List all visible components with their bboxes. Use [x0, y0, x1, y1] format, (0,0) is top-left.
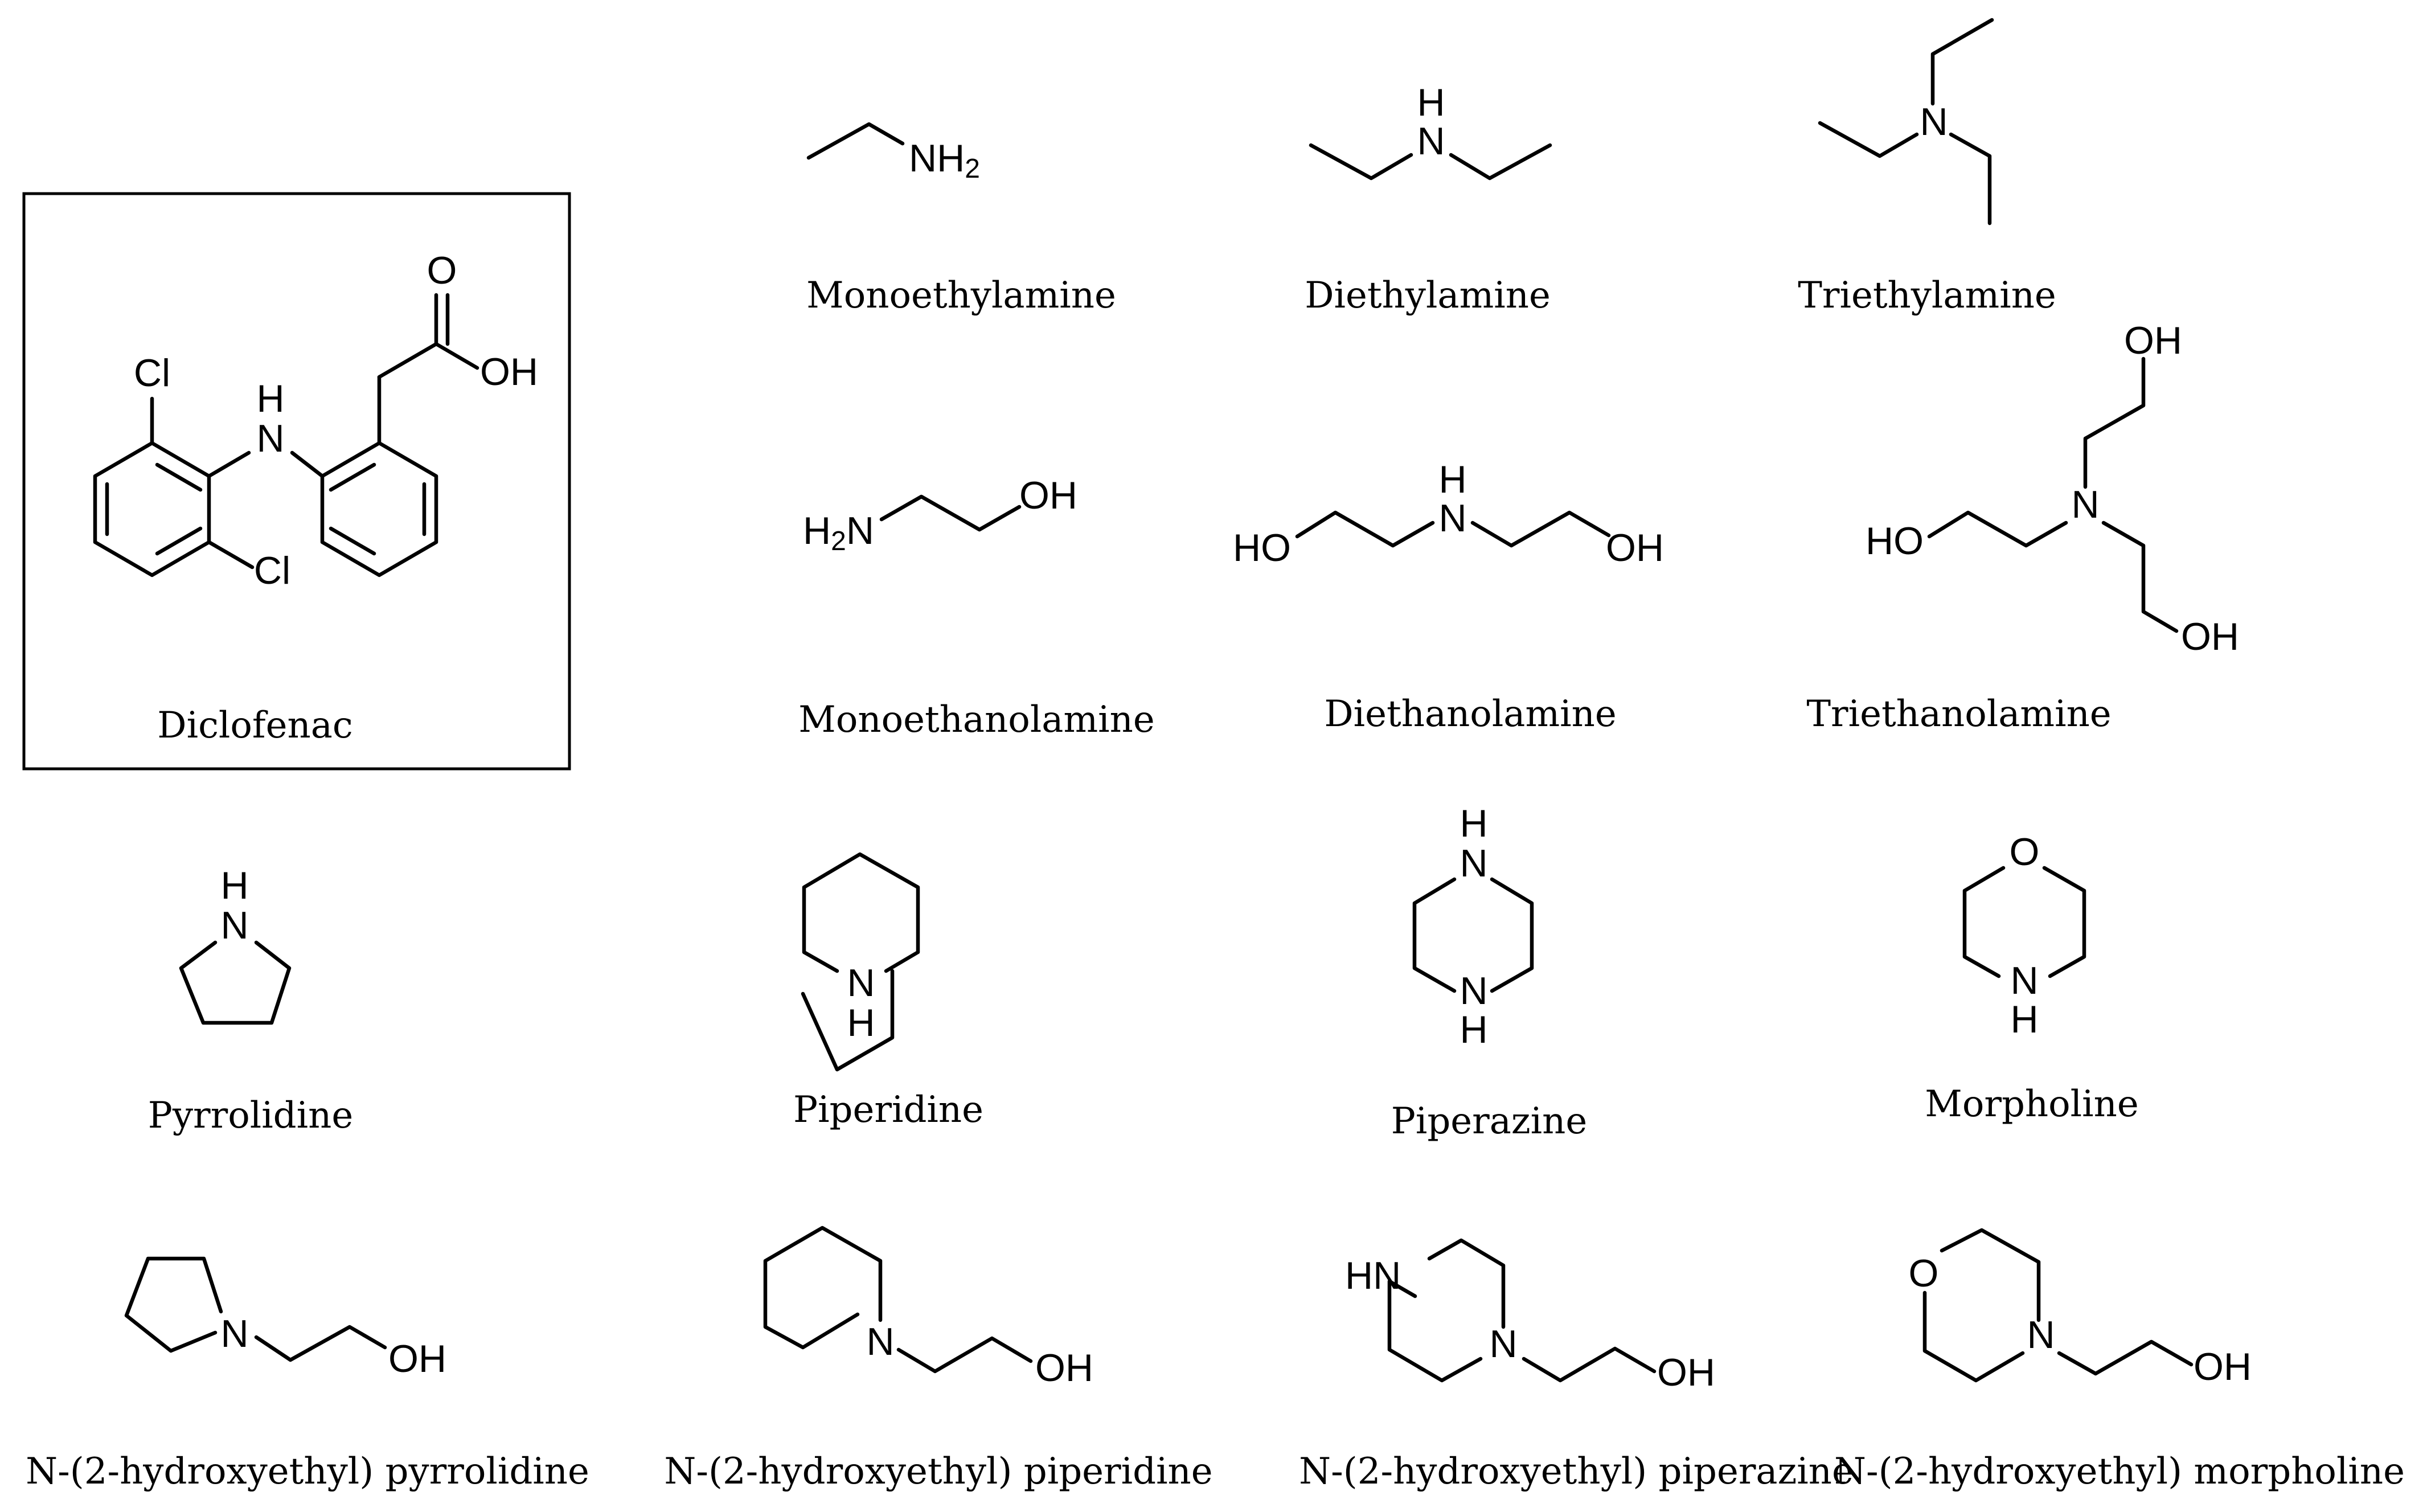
piperidine-name: Piperidine	[793, 1089, 983, 1131]
monoethanolamine-name: Monoethanolamine	[798, 699, 1154, 741]
amine-hydrogen-label: H	[256, 377, 284, 420]
nh2-n-label: NH2	[909, 137, 980, 184]
piperazine-structure: N H N H Piperazine	[1391, 802, 1587, 1142]
hydrogen-label: H	[220, 864, 248, 907]
diethanolamine-name: Diethanolamine	[1324, 693, 1616, 735]
nitrogen-label: N	[866, 1320, 894, 1363]
morpholine-name: Morpholine	[1925, 1083, 2138, 1125]
nitrogen-label: N	[1438, 497, 1466, 540]
nitrogen-label: N	[1920, 100, 1948, 144]
h2n-h: H	[803, 509, 831, 552]
he-piperidine-name: N-(2-hydroxyethyl) piperidine	[664, 1450, 1212, 1493]
diclofenac-name: Diclofenac	[157, 704, 352, 747]
pyrrolidine-structure: N H Pyrrolidine	[148, 864, 353, 1137]
nitrogen-top-label: N	[1460, 842, 1487, 885]
piperidine-ring	[802, 852, 920, 973]
pyrrolidine-ring	[124, 1256, 223, 1353]
triethylamine-structure: N Triethylamine	[1798, 18, 2056, 317]
monoethanolamine-structure: H2N OH Monoethanolamine	[798, 474, 1154, 741]
he-piperazine-name: N-(2-hydroxyethyl) piperazine	[1299, 1450, 1854, 1493]
morpholine-structure: O N H Morpholine	[1925, 830, 2138, 1125]
he-pyrrolidine-name: N-(2-hydroxyethyl) pyrrolidine	[26, 1450, 589, 1493]
carbonyl-oxygen-label: O	[427, 249, 457, 292]
nitrogen-label: N	[847, 961, 875, 1005]
piperidine-ring	[763, 1226, 883, 1350]
triethylamine-name: Triethylamine	[1798, 274, 2056, 317]
hydrogen-top-label: H	[1460, 802, 1487, 845]
piperazine-left-bonds	[1412, 877, 1457, 993]
hydrogen-label: H	[847, 1001, 875, 1044]
oh-label: OH	[1019, 474, 1077, 517]
h2n-n: N	[846, 509, 874, 552]
nitrogen-label: N	[2010, 959, 2038, 1002]
hydrogen-label: H	[1438, 458, 1466, 501]
hydrogen-label: H	[1417, 81, 1445, 124]
nh2-n: NH	[909, 137, 965, 180]
chlorine-top-label: Cl	[134, 351, 170, 395]
monoethylamine-name: Monoethylamine	[806, 274, 1116, 317]
dichlorophenyl-ring	[93, 441, 211, 577]
diethylamine-name: Diethylamine	[1305, 274, 1551, 317]
nitrogen-label: N	[220, 1312, 248, 1355]
oxygen-label: O	[1909, 1252, 1939, 1295]
pyrrolidine-name: Pyrrolidine	[148, 1095, 353, 1137]
he-morpholine-name: N-(2-hydroxyethyl) morpholine	[1834, 1450, 2405, 1493]
oh-label: OH	[1035, 1346, 1093, 1390]
nitrogen-label: N	[1417, 120, 1445, 163]
diclofenac-structure: Cl Cl N H O OH Diclofenac	[22, 192, 571, 771]
oh-label: OH	[388, 1337, 446, 1380]
he-piperazine-structure: HN N OH N-(2-hydroxyethyl) piperazine	[1299, 1238, 1854, 1493]
ho-left-label: HO	[1866, 519, 1924, 563]
oh-label: OH	[2194, 1345, 2252, 1388]
amine-nitrogen-label: N	[256, 417, 284, 460]
hn-label: HN	[1345, 1254, 1401, 1297]
oh-label: OH	[1606, 526, 1664, 569]
oxygen-label: O	[2010, 830, 2040, 874]
diethanolamine-structure: HO N H OH Diethanolamine	[1233, 458, 1664, 735]
piperazine-name: Piperazine	[1391, 1100, 1587, 1142]
he-pyrrolidine-structure: N OH N-(2-hydroxyethyl) pyrrolidine	[26, 1256, 589, 1493]
oh-label: OH	[1657, 1351, 1715, 1394]
carboxyl-oh-label: OH	[480, 350, 538, 394]
hydrogen-label: H	[2010, 998, 2038, 1041]
diethylamine-structure: N H Diethylamine	[1305, 81, 1552, 317]
nitrogen-label: N	[2027, 1313, 2055, 1357]
ho-label: HO	[1233, 526, 1291, 569]
nitrogen-bottom-label: N	[1460, 969, 1487, 1013]
piperazine-right-bonds	[1490, 877, 1534, 993]
he-morpholine-structure: O N OH N-(2-hydroxyethyl) morpholine	[1834, 1228, 2405, 1493]
phenylacetic-ring	[320, 441, 438, 577]
nitrogen-label: N	[220, 904, 248, 947]
oh-top-label: OH	[2124, 319, 2182, 362]
h2n-subscript: 2	[831, 526, 846, 556]
piperidine-structure: N H Piperidine	[793, 852, 983, 1131]
monoethylamine-structure: NH2 Monoethylamine	[806, 122, 1116, 317]
he-piperidine-structure: N OH N-(2-hydroxyethyl) piperidine	[664, 1226, 1213, 1493]
oh-bottom-label: OH	[2181, 615, 2239, 658]
nitrogen-label: N	[1489, 1322, 1517, 1366]
triethanolamine-structure: HO N OH OH Triethanolamine	[1806, 319, 2239, 735]
hydrogen-bottom-label: H	[1460, 1008, 1487, 1051]
nh2-subscript: 2	[965, 154, 980, 184]
chlorine-bottom-label: Cl	[254, 549, 290, 592]
h2n-label: H2N	[803, 509, 874, 556]
triethanolamine-name: Triethanolamine	[1806, 693, 2111, 735]
nitrogen-label: N	[2071, 483, 2099, 526]
diclofenac-highlight-box	[22, 192, 571, 771]
